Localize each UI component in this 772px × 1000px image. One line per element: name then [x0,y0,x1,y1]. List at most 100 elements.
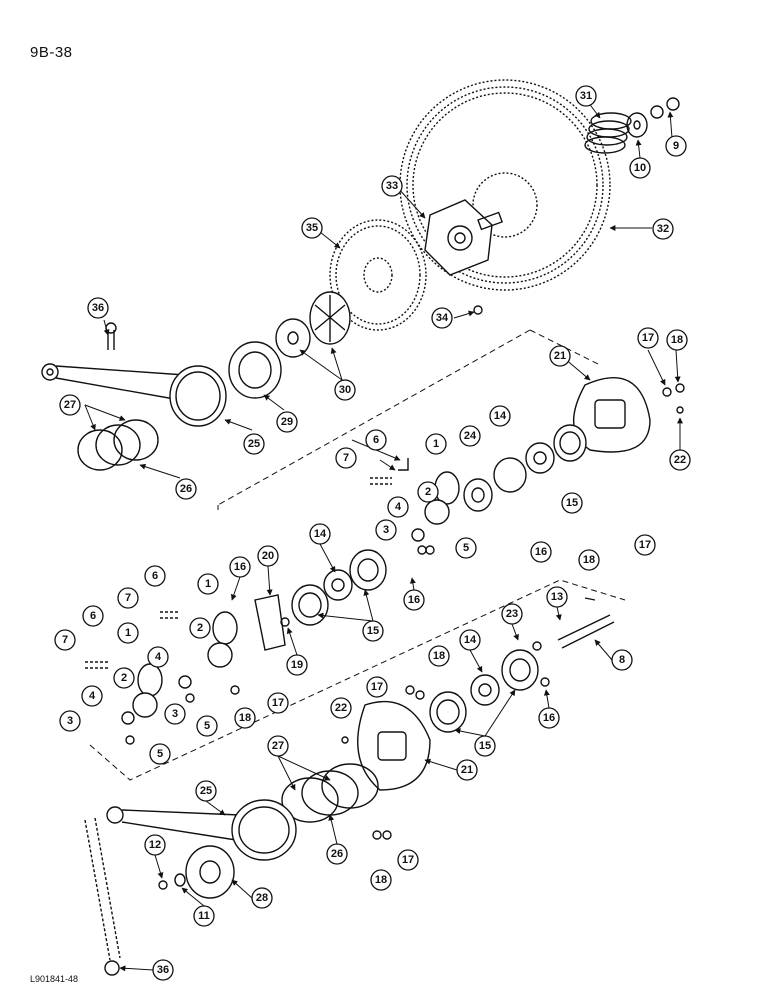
svg-text:14: 14 [464,634,477,646]
svg-text:18: 18 [239,712,251,724]
svg-text:4: 4 [155,651,162,663]
callout-17-lower-a: 17 [366,676,388,698]
callout-21-lower: 21 [456,759,478,781]
svg-text:30: 30 [339,384,351,396]
rod-36-lower [84,817,121,961]
callout-2-middle: 2 [189,617,211,639]
callout-18-upper-right: 18 [666,329,688,351]
callout-21-upper: 21 [549,345,571,367]
callout-7-upper: 7 [335,447,357,469]
callout-14-lower: 14 [459,629,481,651]
svg-text:15: 15 [367,625,379,637]
washer-10 [626,112,648,138]
callout-14-middle: 14 [309,523,331,545]
svg-text:5: 5 [157,748,163,760]
callout-30: 30 [334,379,356,401]
callout-20: 20 [257,545,279,567]
callout-5-upper: 5 [455,537,477,559]
svg-text:16: 16 [543,712,555,724]
svg-text:12: 12 [149,839,161,851]
plate-21-lower [357,700,431,791]
callout-17-upper: 17 [634,534,656,556]
callout-17-upper-right: 17 [637,327,659,349]
callout-28: 28 [251,887,273,909]
callout-36-lower: 36 [152,959,174,981]
shaft-8 [557,614,615,649]
callout-13: 13 [546,586,568,608]
callout-18-lower-a: 18 [428,645,450,667]
svg-text:3: 3 [383,524,389,536]
flywheel-hub [472,172,538,238]
callout-25-lower: 25 [195,780,217,802]
svg-text:18: 18 [433,650,445,662]
callout-18-lower-b: 18 [370,869,392,891]
svg-text:36: 36 [92,302,104,314]
svg-text:35: 35 [306,222,318,234]
svg-text:13: 13 [551,591,563,603]
callout-24: 24 [459,425,481,447]
svg-text:16: 16 [234,561,246,573]
svg-text:27: 27 [64,399,76,411]
callout-2-upper: 2 [417,481,439,503]
callout-19: 19 [286,654,308,676]
spring-31 [584,112,632,154]
svg-text:18: 18 [583,554,595,566]
callout-11: 11 [193,905,215,927]
callout-16-middle-a: 16 [229,556,251,578]
callout-26-lower: 26 [326,843,348,865]
svg-text:1: 1 [205,578,211,590]
svg-text:15: 15 [479,740,491,752]
svg-text:8: 8 [619,654,625,666]
svg-text:16: 16 [408,594,420,606]
callout-6-lower: 6 [82,605,104,627]
svg-text:17: 17 [642,332,654,344]
pulley-35 [329,219,427,331]
callout-14-upper: 14 [489,405,511,427]
svg-text:11: 11 [198,910,210,922]
svg-text:31: 31 [580,90,592,102]
svg-text:28: 28 [256,892,268,904]
callout-7-lower: 7 [54,629,76,651]
svg-text:5: 5 [204,720,210,732]
svg-text:21: 21 [554,350,566,362]
callout-1-upper: 1 [425,433,447,455]
svg-text:20: 20 [262,550,274,562]
svg-text:16: 16 [535,546,547,558]
svg-text:14: 14 [494,410,507,422]
svg-text:5: 5 [463,542,469,554]
svg-text:6: 6 [90,610,96,622]
callout-29: 29 [276,411,298,433]
callout-15-lower: 15 [474,735,496,757]
callout-16-middle-b: 16 [403,589,425,611]
callout-4-upper: 4 [387,496,409,518]
rings-27-upper [77,419,159,471]
svg-text:26: 26 [180,483,192,495]
callout-1-middle: 1 [197,573,219,595]
callout-17-lower-b: 17 [397,849,419,871]
nut-9b [666,97,680,111]
svg-text:24: 24 [464,430,477,442]
svg-text:22: 22 [335,702,347,714]
svg-text:1: 1 [125,627,131,639]
svg-text:3: 3 [172,708,178,720]
svg-text:36: 36 [157,964,169,976]
callout-26-upper: 26 [175,478,197,500]
svg-text:33: 33 [386,180,398,192]
svg-text:2: 2 [425,486,431,498]
callout-16-upper: 16 [530,541,552,563]
callout-25-upper: 25 [243,433,265,455]
svg-text:6: 6 [152,570,158,582]
svg-text:23: 23 [506,608,518,620]
svg-text:22: 22 [674,454,686,466]
callout-15-middle: 15 [362,620,384,642]
page-number: 9B-38 [30,44,73,61]
callout-3-middle: 3 [164,703,186,725]
svg-text:4: 4 [395,501,402,513]
svg-text:17: 17 [272,697,284,709]
svg-text:19: 19 [291,659,303,671]
callout-17-middle: 17 [267,692,289,714]
document-code: L901841-48 [30,974,79,984]
callout-3-lower: 3 [59,710,81,732]
svg-text:17: 17 [402,854,414,866]
